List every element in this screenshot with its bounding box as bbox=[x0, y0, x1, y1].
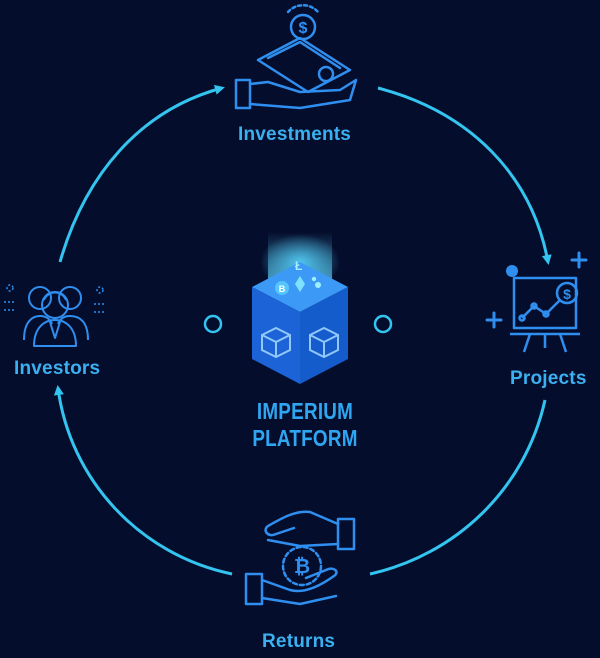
node-label-investments: Investments bbox=[238, 124, 352, 145]
connector-right-node bbox=[373, 314, 393, 334]
blockchain-cube-icon: B Ł bbox=[252, 232, 348, 384]
node-label-returns: Returns bbox=[262, 631, 336, 652]
node-label-projects: Projects bbox=[510, 368, 587, 389]
svg-text:$: $ bbox=[299, 20, 308, 37]
bitcoin-exchange-hands-icon bbox=[244, 510, 356, 606]
bitcoin-symbol-icon: ₿ bbox=[294, 556, 310, 578]
arc-investments-to-projects bbox=[377, 86, 552, 265]
arc-projects-to-returns bbox=[369, 399, 547, 576]
svg-text:Ł: Ł bbox=[295, 259, 302, 273]
arc-investors-to-investments bbox=[58, 84, 225, 263]
node-label-investors: Investors bbox=[14, 358, 101, 379]
arc-returns-to-investors bbox=[53, 385, 233, 576]
hand-money-icon: $ bbox=[234, 3, 358, 110]
platform-title: IMPERIUM PLATFORM bbox=[252, 398, 358, 451]
svg-text:B: B bbox=[279, 284, 286, 294]
presentation-chart-icon: $ bbox=[485, 251, 588, 353]
connector-left-node bbox=[203, 314, 223, 334]
svg-text:$: $ bbox=[563, 286, 571, 302]
people-group-icon bbox=[4, 284, 104, 347]
